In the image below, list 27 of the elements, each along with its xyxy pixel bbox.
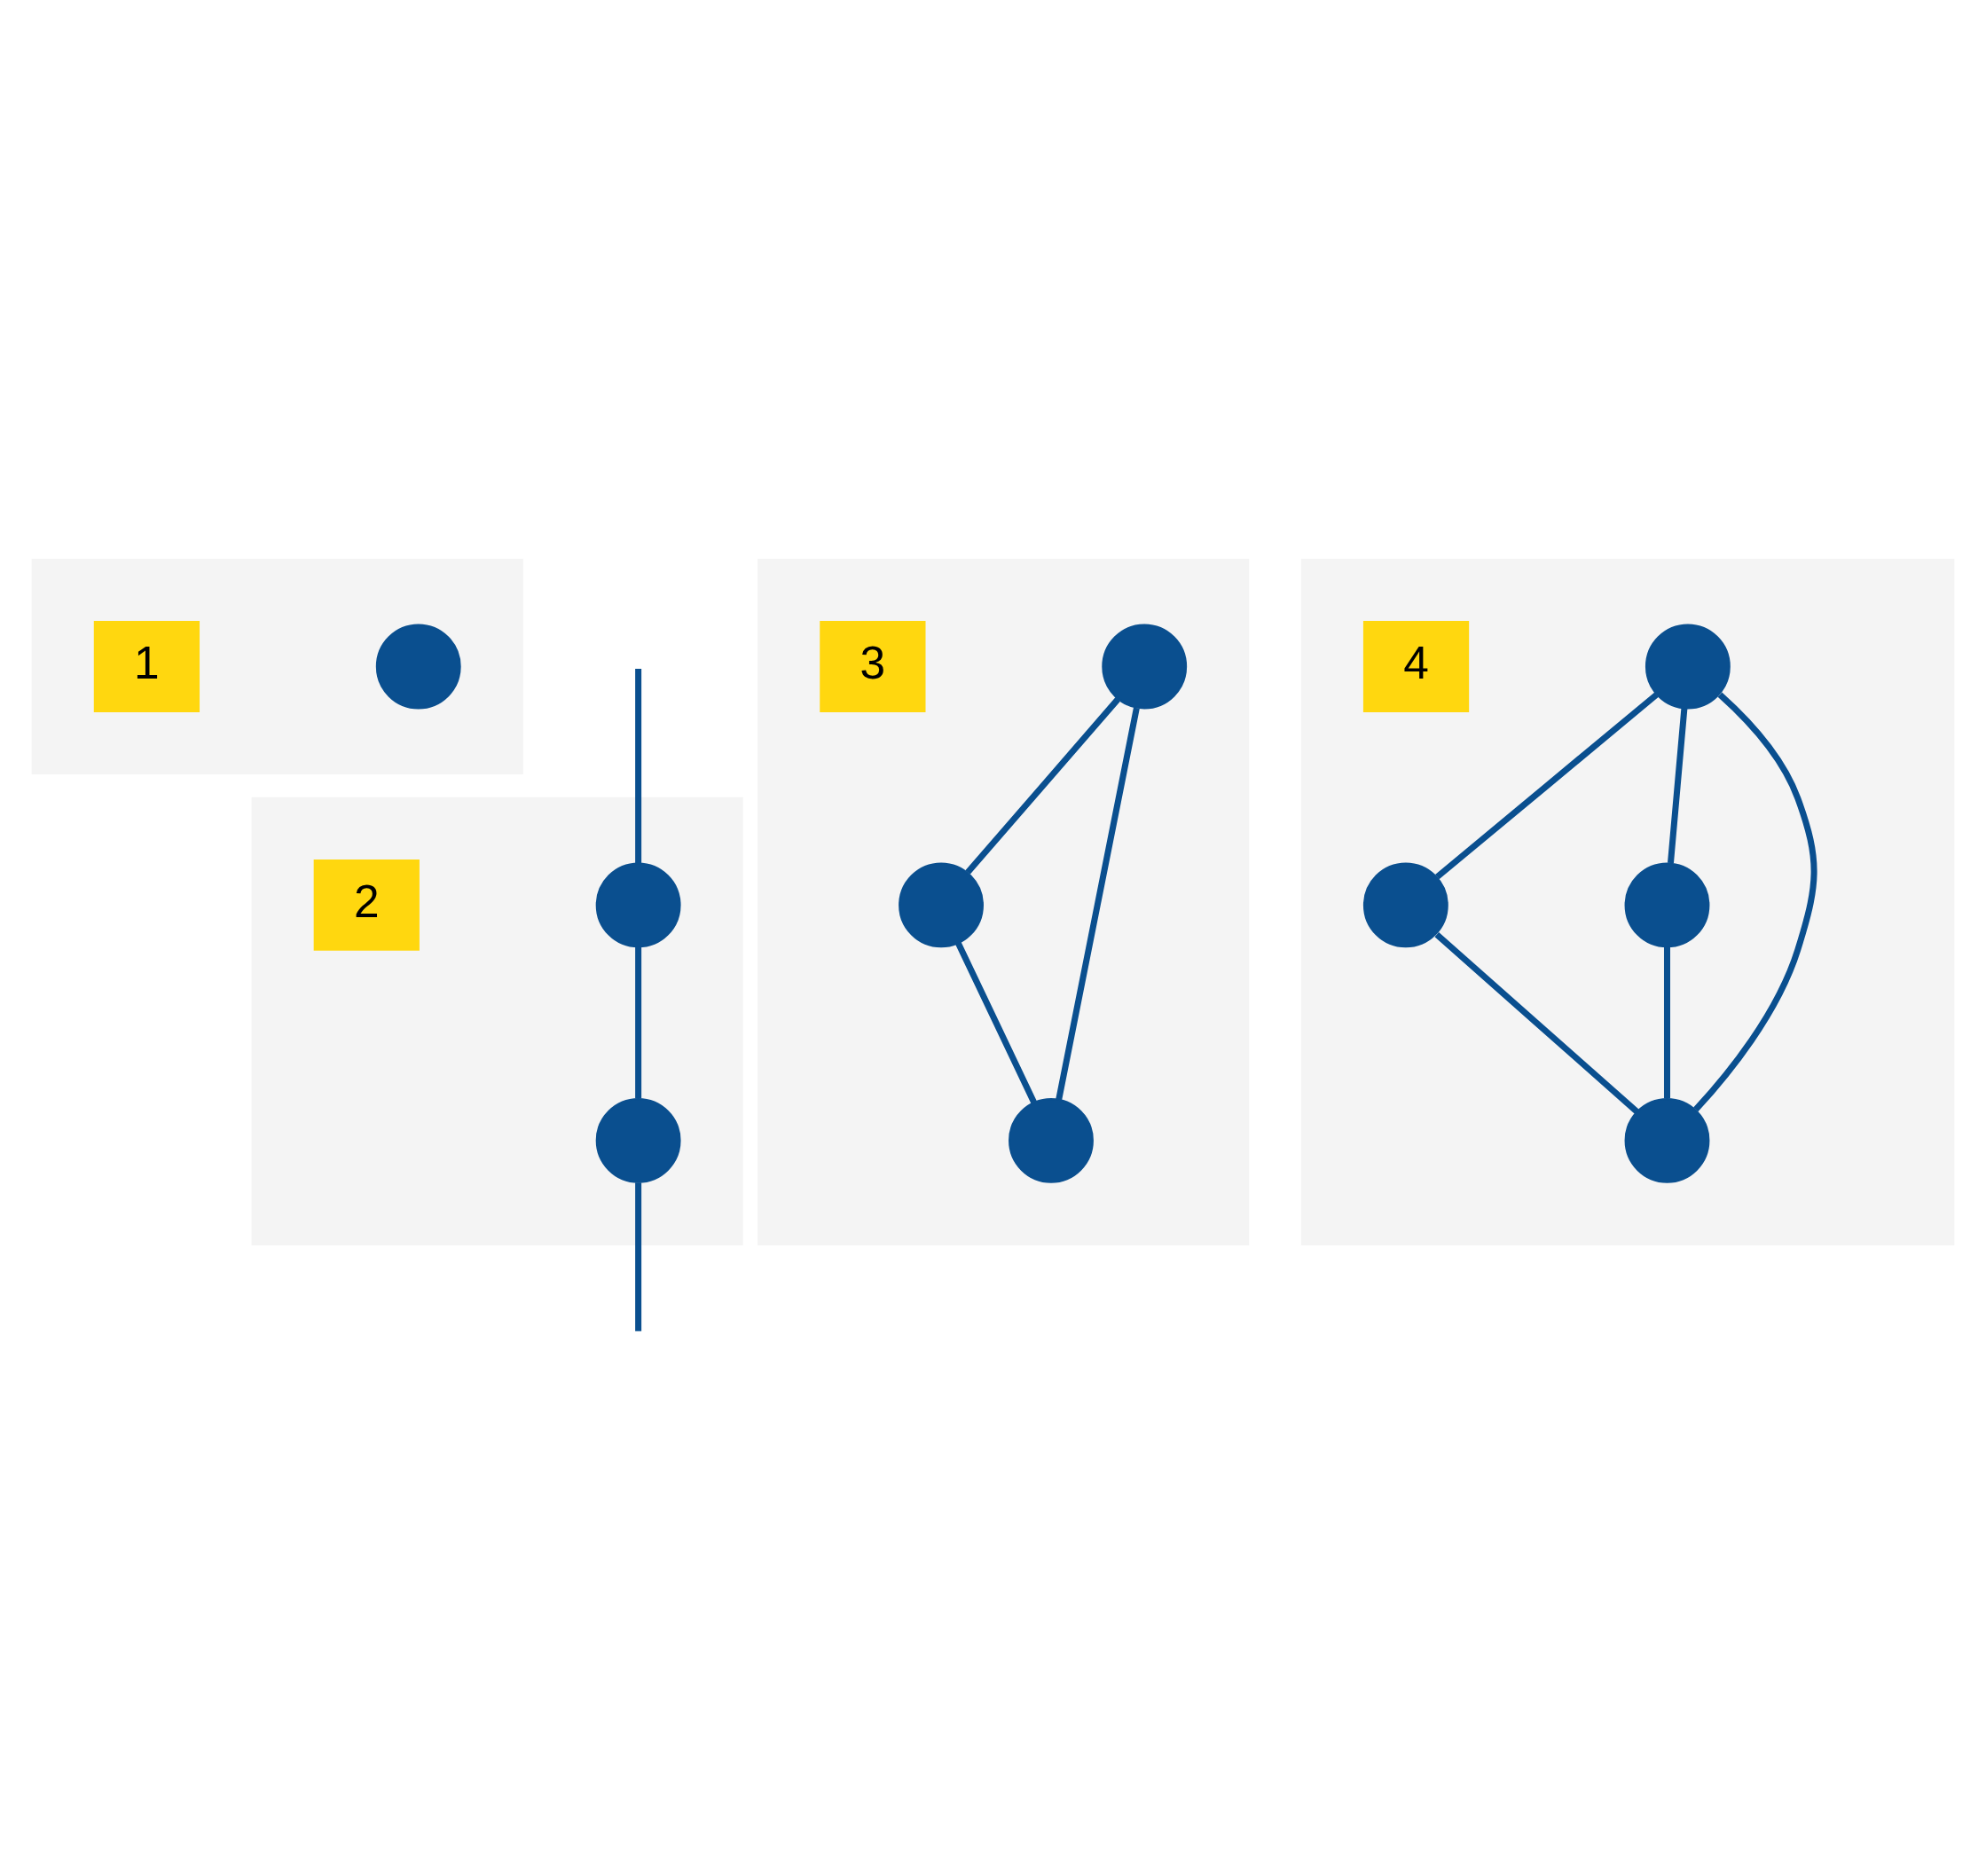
cluster: [31, 558, 523, 775]
connector: [965, 697, 1120, 875]
connector: [635, 946, 642, 1099]
node-box: 3: [820, 621, 926, 712]
node-circle: [1624, 1097, 1710, 1183]
cluster: [251, 797, 743, 1245]
connector: [1664, 946, 1670, 1099]
node-box: 4: [1362, 621, 1470, 712]
node-circle: [1624, 862, 1710, 948]
node-circle: [595, 1097, 681, 1183]
cluster: [1300, 558, 1955, 1245]
connector: [1667, 708, 1688, 864]
node-circle: [1102, 624, 1188, 710]
connector: [1435, 692, 1659, 880]
cluster: [758, 558, 1250, 1245]
node-circle: [899, 862, 984, 948]
node-circle: [1362, 862, 1448, 948]
node-box: 2: [313, 859, 420, 951]
connector: [955, 941, 1037, 1104]
connector: [1693, 692, 1817, 1112]
node-circle: [375, 624, 461, 710]
node-circle: [1009, 1097, 1094, 1183]
node-circle: [595, 862, 681, 948]
connector: [1434, 932, 1639, 1114]
connector: [1056, 707, 1140, 1101]
node-circle: [1645, 624, 1731, 710]
node-box: 1: [93, 621, 200, 712]
